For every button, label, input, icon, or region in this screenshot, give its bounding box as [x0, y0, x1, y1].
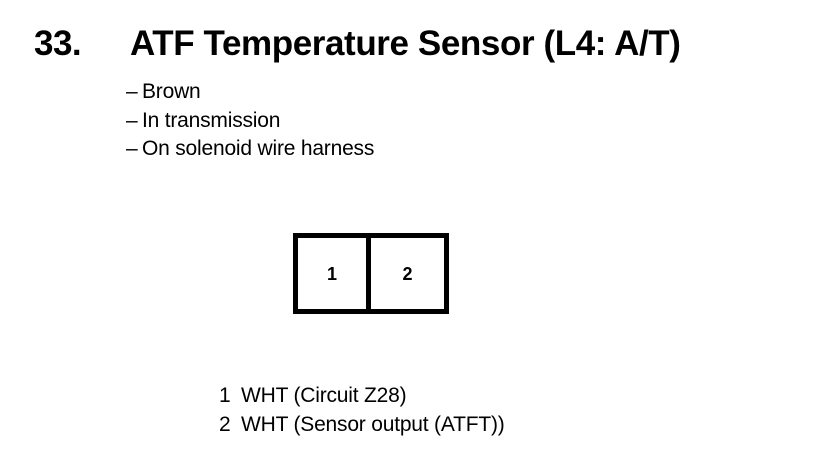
dash-icon: – [126, 108, 138, 132]
list-item: –Brown [126, 78, 374, 107]
pin-legend-row: 1 WHT (Circuit Z28) [219, 381, 505, 410]
pin-legend: 1 WHT (Circuit Z28) 2 WHT (Sensor output (… [219, 381, 505, 439]
connector-pin-1: 1 [298, 238, 371, 309]
item-number: 33. [34, 24, 82, 63]
pin-legend-description: WHT (Circuit Z28) [241, 384, 407, 407]
dash-icon: – [126, 80, 138, 103]
list-item-label: In transmission [142, 108, 281, 132]
pin-legend-row: 2 WHT (Sensor output (ATFT)) [219, 410, 505, 439]
pin-number-label: 1 [326, 263, 337, 284]
pin-legend-number: 2 [219, 413, 231, 436]
pin-number-label: 2 [402, 263, 413, 284]
dash-icon: – [126, 137, 138, 160]
pin-legend-number: 1 [219, 384, 231, 407]
title-text: ATF Temperature Sensor (L4: A/T) [130, 24, 681, 63]
connector-pin-2: 2 [371, 238, 444, 309]
page-title: 33. ATF Temperature Sensor (L4: A/T) [34, 24, 681, 64]
list-item: –In transmission [126, 107, 374, 136]
list-item-label: On solenoid wire harness [142, 137, 375, 160]
list-item: –On solenoid wire harness [126, 135, 374, 164]
detail-list: –Brown –In transmission –On solenoid wir… [126, 78, 374, 164]
list-item-label: Brown [142, 80, 201, 103]
connector-diagram: 1 2 [293, 233, 449, 314]
pin-legend-description: WHT (Sensor output (ATFT)) [241, 413, 505, 436]
